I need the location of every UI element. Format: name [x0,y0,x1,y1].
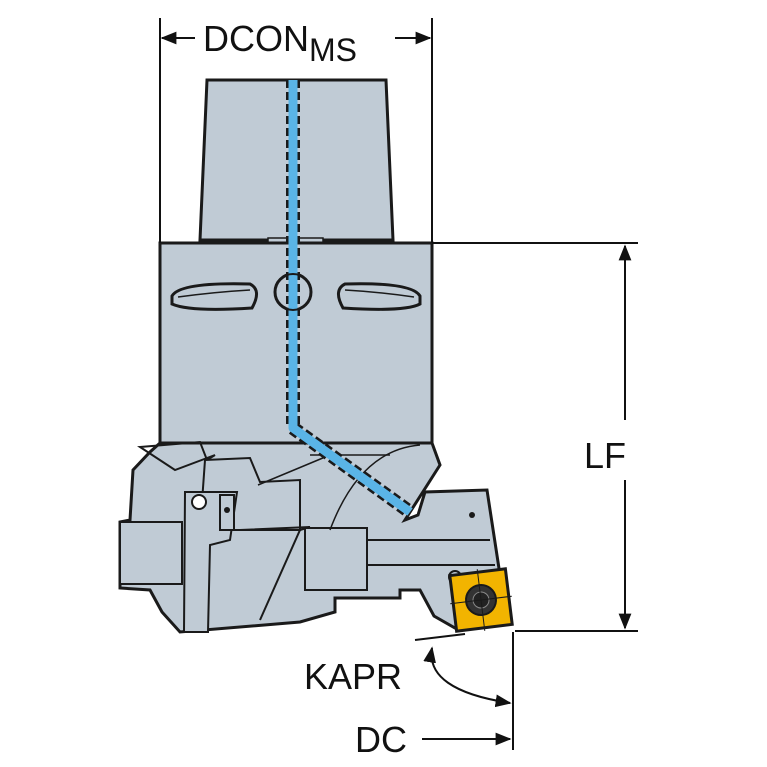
lf-label: LF [584,435,626,476]
cutting-insert [448,567,514,633]
dcon-label: DCONMS [203,18,357,68]
dc-label: DC [355,719,407,760]
kapr-label: KAPR [304,656,402,697]
dimension-lines [159,18,638,750]
coolant-channel [274,80,415,518]
drive-slots [170,272,422,312]
